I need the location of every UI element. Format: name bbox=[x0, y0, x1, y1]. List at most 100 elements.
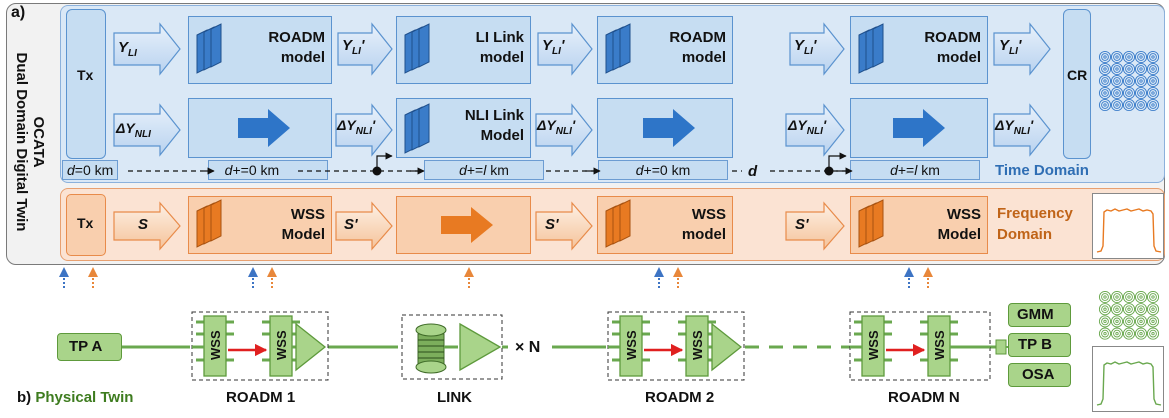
distance-label-4: d+=l km bbox=[850, 160, 980, 180]
signal-arrow-s-2 bbox=[535, 201, 593, 251]
roadmn-line2: model bbox=[936, 49, 981, 66]
dy-nli-label-1: ΔYNLI' bbox=[337, 117, 376, 137]
roadm2-line2: model bbox=[681, 49, 726, 66]
s-label-2: S' bbox=[545, 216, 559, 233]
freq-domain-line2: Domain bbox=[997, 226, 1053, 243]
fiber-spool-icon bbox=[415, 323, 447, 374]
roadm-2-wss-a-label: WSS bbox=[624, 330, 639, 360]
wssn-line2: Model bbox=[937, 226, 981, 243]
wss1-line2: Model bbox=[281, 226, 325, 243]
roadm-2-wss-b-label: WSS bbox=[690, 330, 705, 360]
wss-stack-icon-1 bbox=[605, 199, 631, 248]
spectrum-inset-bottom bbox=[1092, 346, 1164, 412]
signal-arrow-dy-nli-4 bbox=[993, 103, 1051, 157]
roadm-1-label: ROADM 1 bbox=[226, 389, 296, 406]
mode-pattern-inset-top bbox=[1098, 50, 1160, 112]
s-label-0: S bbox=[138, 216, 149, 233]
y-li-label-3: YLI' bbox=[794, 37, 817, 57]
y-li-label-1: YLI' bbox=[342, 37, 365, 57]
signal-arrow-y-li-4 bbox=[993, 22, 1051, 76]
branch-line-1 bbox=[376, 152, 393, 171]
dy-nli-label-0: ΔYNLI bbox=[116, 120, 151, 140]
nli-link-line1: NLI Link bbox=[464, 107, 524, 124]
link-amplifier-icon bbox=[459, 322, 502, 372]
bold-arrow-freq bbox=[441, 207, 493, 243]
signal-arrow-dy-nli-0 bbox=[113, 103, 181, 157]
mode-pattern-icon-bottom bbox=[1098, 290, 1160, 340]
roadm-n-wss-b-label: WSS bbox=[932, 330, 947, 360]
roadm-1-wss-a-label: WSS bbox=[208, 330, 223, 360]
tx-time-label: Tx bbox=[77, 67, 94, 83]
time-domain-label: Time Domain bbox=[995, 162, 1089, 179]
model-stack-icons-orange bbox=[196, 199, 884, 248]
signal-arrow-y-li-2 bbox=[537, 22, 593, 76]
roadm1-line2: model bbox=[280, 49, 325, 66]
bold-arrow-time-1 bbox=[238, 109, 290, 147]
wssn-line1: WSS bbox=[946, 206, 981, 223]
cr-label: CR bbox=[1067, 67, 1088, 83]
model-stack-icon-1 bbox=[404, 23, 430, 74]
signal-arrow-dy-nli-1 bbox=[335, 103, 393, 157]
cr-block: CR bbox=[1063, 9, 1091, 159]
roadm-2: WSS WSS bbox=[607, 311, 745, 381]
model-stack-icon-4 bbox=[404, 103, 430, 154]
frequency-domain-label: Frequency Domain bbox=[997, 203, 1073, 245]
tp-a-box: TP A bbox=[57, 333, 122, 361]
roadm2-line1: ROADM bbox=[669, 29, 726, 46]
signal-arrow-s-1 bbox=[335, 201, 393, 251]
signal-arrow-y-li-1 bbox=[337, 22, 393, 76]
dy-nli-label-2: ΔYNLI' bbox=[537, 117, 576, 137]
signal-arrow-s-3 bbox=[785, 201, 845, 251]
wss1-line1: WSS bbox=[290, 206, 325, 223]
link-label: LINK bbox=[437, 389, 472, 406]
s-label-3: S' bbox=[795, 216, 809, 233]
distance-label-0: d=0 km bbox=[62, 160, 119, 180]
gmm-box: GMM bbox=[1008, 303, 1071, 327]
wss2-line1: WSS bbox=[691, 206, 726, 223]
link-dashed-box bbox=[401, 314, 503, 380]
signal-arrow-y-li-3 bbox=[789, 22, 845, 76]
branch-line-2 bbox=[828, 152, 847, 171]
tp-b-box: TP B bbox=[1008, 333, 1071, 357]
li-link-line1: LI Link bbox=[475, 29, 524, 46]
signal-arrow-dy-nli-2 bbox=[535, 103, 593, 157]
osa-label: OSA bbox=[1022, 366, 1055, 383]
model-stack-icons-blue bbox=[196, 23, 884, 154]
tp-a-label: TP A bbox=[69, 338, 103, 355]
spectrum-inset-top bbox=[1092, 193, 1164, 259]
bold-arrow-time-2 bbox=[643, 109, 695, 147]
link-times-n: × N bbox=[515, 339, 540, 356]
y-li-label-0: YLI bbox=[118, 39, 137, 59]
spectrum-plot-icon-bottom bbox=[1096, 361, 1162, 406]
wss-stack-icon-0 bbox=[196, 199, 222, 248]
wss-stack-icon-2 bbox=[858, 199, 884, 248]
distance-label-2: d+=l km bbox=[424, 160, 544, 180]
dy-nli-label-4: ΔYNLI' bbox=[995, 117, 1034, 137]
y-li-label-2: YLI' bbox=[542, 37, 565, 57]
wss2-line2: model bbox=[681, 226, 726, 243]
roadm-n-label: ROADM N bbox=[888, 389, 960, 406]
li-link-line2: model bbox=[479, 49, 524, 66]
y-li-label-4: YLI' bbox=[999, 37, 1022, 57]
roadm-1-amplifier-icon bbox=[295, 322, 327, 372]
s-label-1: S' bbox=[344, 216, 358, 233]
spectrum-plot-icon bbox=[1096, 208, 1162, 253]
osa-box: OSA bbox=[1008, 363, 1071, 387]
tx-freq-label: Tx bbox=[77, 215, 94, 231]
roadm-2-amplifier-icon bbox=[711, 322, 743, 372]
tp-b-label: TP B bbox=[1018, 336, 1052, 353]
tx-time-block: Tx bbox=[66, 9, 106, 159]
signal-arrow-y-li-0 bbox=[113, 22, 181, 76]
model-stack-icon-2 bbox=[605, 23, 631, 74]
nli-link-line2: Model bbox=[480, 127, 524, 144]
model-stack-icon-3 bbox=[858, 23, 884, 74]
freq-domain-line1: Frequency bbox=[997, 205, 1073, 222]
roadm1-line1: ROADM bbox=[268, 29, 325, 46]
signal-arrow-dy-nli-3 bbox=[785, 103, 845, 157]
gmm-label: GMM bbox=[1017, 306, 1054, 323]
bold-arrow-time-3 bbox=[893, 109, 945, 147]
dy-nli-label-3: ΔYNLI' bbox=[788, 117, 827, 137]
